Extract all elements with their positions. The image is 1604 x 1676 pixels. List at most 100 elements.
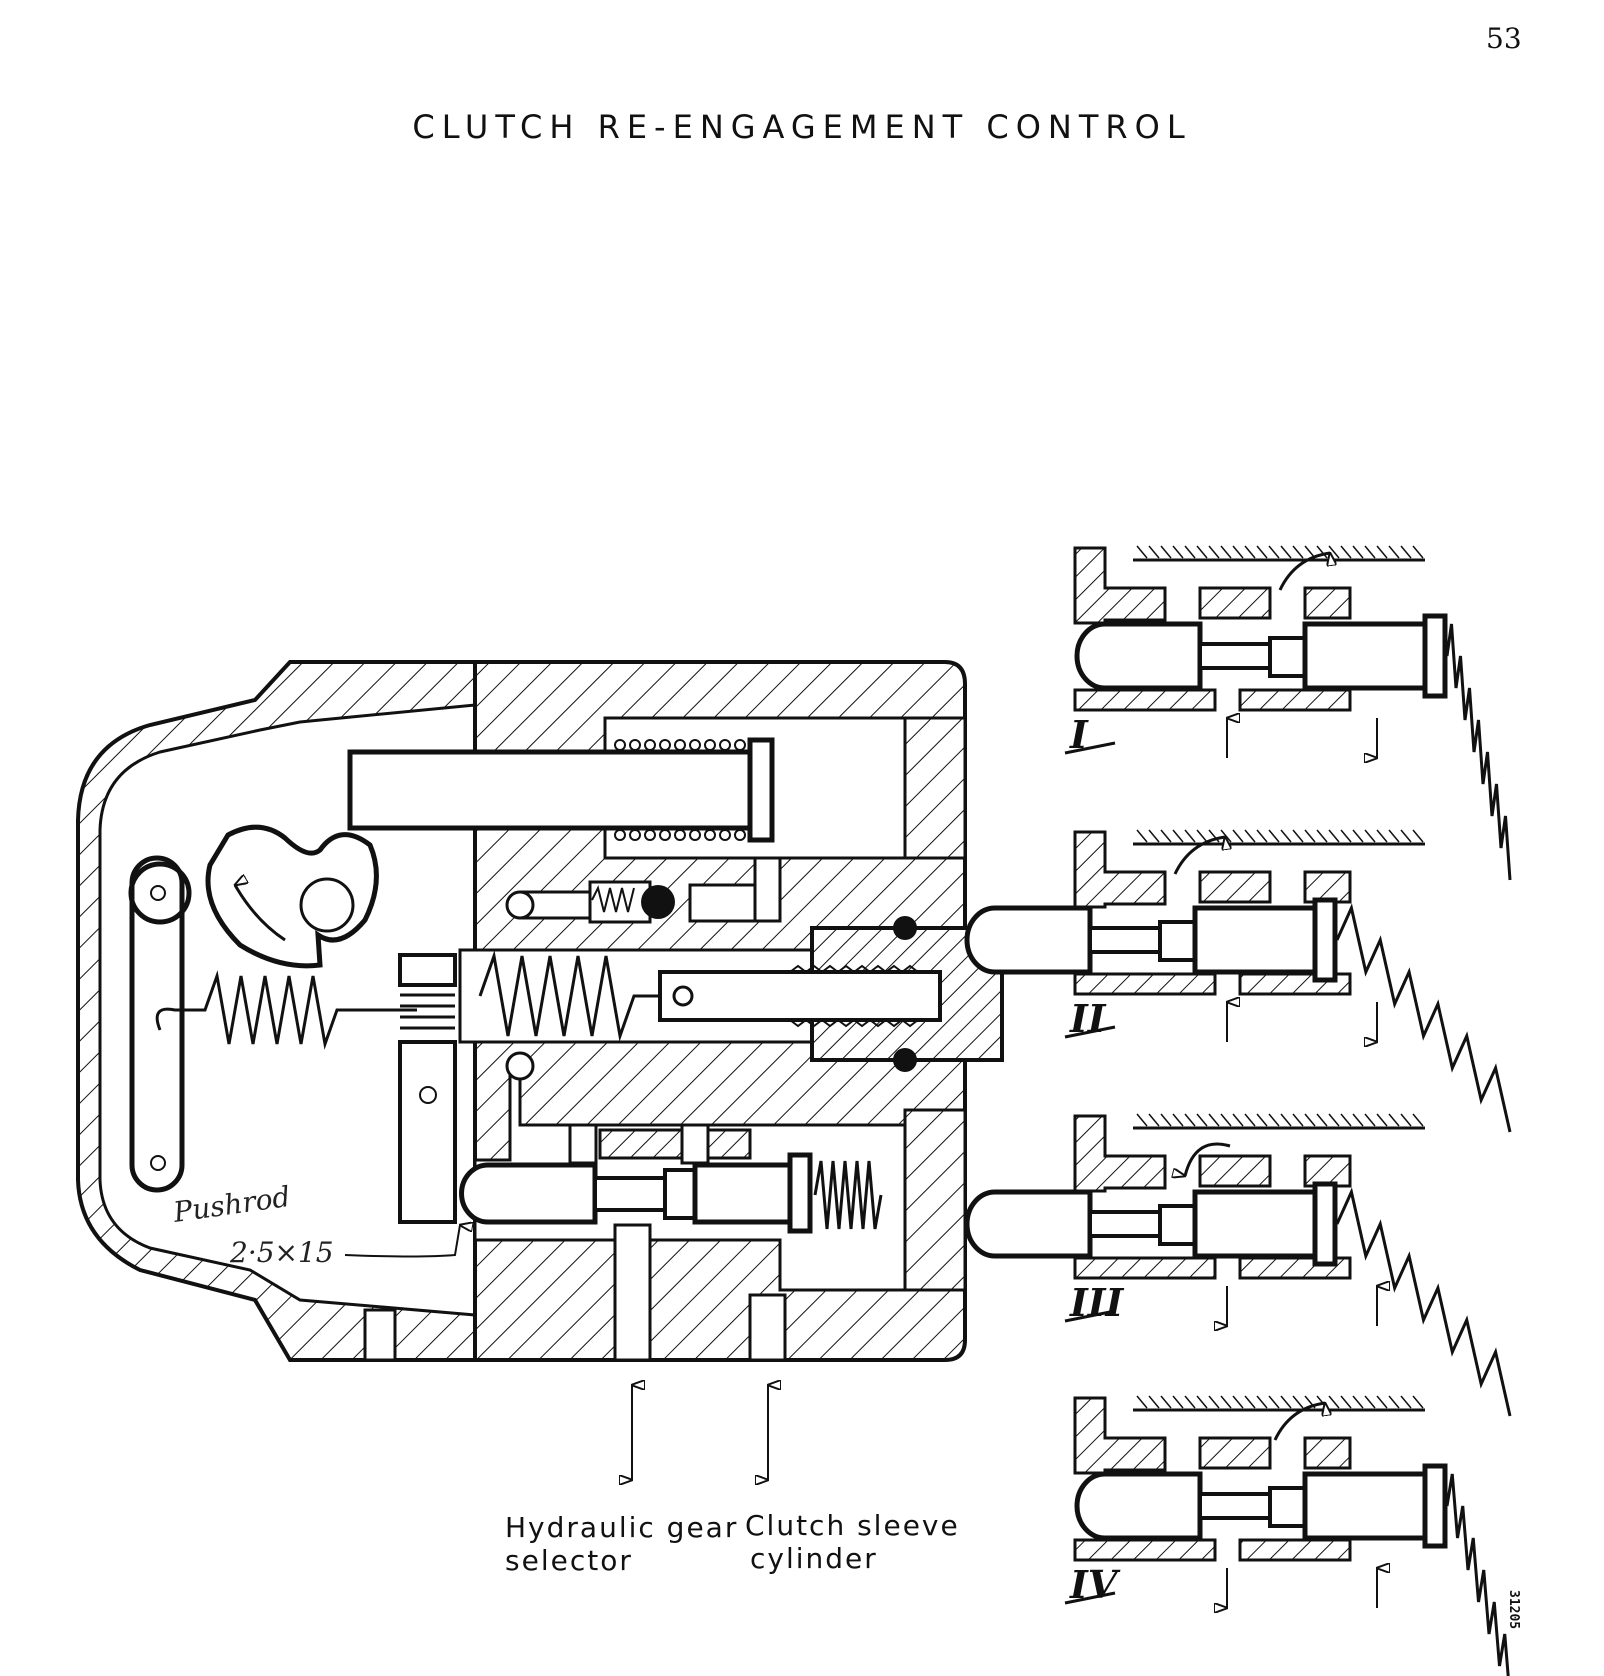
lower-valve — [459, 1051, 967, 1362]
spring-seat — [1422, 613, 1448, 699]
hatch-tick — [1388, 1113, 1400, 1127]
hatch-tick — [1280, 1395, 1292, 1409]
hatch-tick — [1196, 1113, 1208, 1127]
hatch-tick — [1268, 1113, 1280, 1127]
hatch-tick — [1388, 829, 1400, 843]
return-spring — [1445, 1473, 1510, 1676]
hatch-tick — [1160, 829, 1172, 843]
port-arrows — [632, 1385, 768, 1480]
land-1 — [1198, 870, 1272, 904]
label-underline — [1064, 1309, 1116, 1323]
latch-block — [398, 1040, 457, 1224]
hatch-tick — [1364, 1395, 1376, 1409]
hatch-tick — [1220, 1395, 1232, 1409]
hatch-tick — [1244, 1113, 1256, 1127]
hatch-tick — [1376, 545, 1388, 559]
return-spring — [1335, 903, 1512, 1133]
housing-wall — [1073, 1396, 1167, 1475]
hatch-tick — [1160, 1113, 1172, 1127]
hatch-tick — [1244, 545, 1256, 559]
housing-bottom-2 — [1238, 688, 1352, 712]
hatch-tick — [1292, 1395, 1304, 1409]
hatch-tick — [1316, 829, 1328, 843]
housing-bottom-1 — [1073, 1256, 1217, 1280]
cam-rotation-arrow — [235, 885, 286, 942]
hatch-tick — [1376, 1113, 1388, 1127]
spool-stem — [1198, 642, 1272, 670]
hatch-tick — [1400, 545, 1412, 559]
pushrod-leader — [344, 1225, 460, 1258]
hydraulic-gear-selector-label: Hydraulic gear — [505, 1511, 738, 1544]
hatch-tick — [1148, 1113, 1160, 1127]
pushrod-size-label: 2·5×15 — [229, 1236, 334, 1269]
upper-plunger — [347, 716, 967, 860]
lever-spring — [155, 970, 417, 1050]
hatch-tick — [1208, 1113, 1220, 1127]
land-1 — [1198, 1154, 1272, 1188]
hatch-tick — [1388, 545, 1400, 559]
spool-stem — [1088, 926, 1162, 954]
hatch-tick — [1184, 1113, 1196, 1127]
label-underline — [1064, 741, 1116, 755]
hatch-tick — [1148, 1395, 1160, 1409]
spool-collar — [1158, 920, 1197, 962]
hatch-tick — [1364, 1113, 1376, 1127]
hatch-tick — [1232, 1113, 1244, 1127]
reference-code: 31205 — [1506, 1590, 1521, 1629]
hatch-tick — [1400, 1113, 1412, 1127]
label-underline — [1064, 1591, 1116, 1605]
page-number: 53 — [1486, 22, 1522, 55]
hatch-tick — [1256, 545, 1268, 559]
spool-head — [1074, 621, 1203, 691]
hatch-tick — [1196, 545, 1208, 559]
spool-collar — [1268, 1486, 1307, 1528]
hatch-tick — [1280, 1113, 1292, 1127]
land-2 — [1303, 1436, 1352, 1470]
drain-slot — [363, 1308, 397, 1362]
hatch-tick — [1328, 1395, 1340, 1409]
hatch-tick — [1172, 1395, 1184, 1409]
hydraulic-selector-label-2: selector — [505, 1544, 633, 1577]
central-spring-bore — [458, 916, 1004, 1072]
hatch-tick — [1376, 829, 1388, 843]
hatch-tick — [1244, 1395, 1256, 1409]
hatch-tick — [1352, 545, 1364, 559]
hatch-tick — [1172, 545, 1184, 559]
hatch-tick — [1244, 829, 1256, 843]
hatch-tick — [1232, 545, 1244, 559]
hatch-tick — [1196, 1395, 1208, 1409]
hatch-tick — [1352, 1113, 1364, 1127]
hatch-tick — [1184, 545, 1196, 559]
hatch-tick — [1232, 829, 1244, 843]
upper-spring — [614, 739, 746, 841]
spring-seat — [1422, 1463, 1448, 1549]
valve-position-3: III — [964, 1113, 1512, 1417]
hatch-tick — [1316, 545, 1328, 559]
return-spring — [1445, 623, 1512, 881]
hatch-tick — [1208, 1395, 1220, 1409]
hatch-tick — [1136, 545, 1148, 559]
clutch-sleeve-cylinder-label: Clutch sleeve — [745, 1509, 960, 1542]
label-underline — [1064, 1025, 1116, 1039]
hatch-tick — [1208, 545, 1220, 559]
port-clutch — [748, 1293, 787, 1362]
flow-arrow — [1185, 1142, 1231, 1176]
hatch-tick — [1316, 1113, 1328, 1127]
hatch-tick — [1388, 1395, 1400, 1409]
hatch-tick — [1280, 829, 1292, 843]
hatch-tick — [1280, 545, 1292, 559]
hatch-tick — [1328, 545, 1340, 559]
hatch-tick — [1292, 545, 1304, 559]
housing-bottom-1 — [1073, 688, 1217, 712]
spool-body — [1302, 1471, 1428, 1541]
hatch-tick — [1268, 1395, 1280, 1409]
hatch-tick — [1268, 545, 1280, 559]
housing-bottom-1 — [1073, 1538, 1217, 1562]
hatch-tick — [1136, 1113, 1148, 1127]
hatch-tick — [1184, 1395, 1196, 1409]
hatch-tick — [1196, 829, 1208, 843]
hatch-tick — [1136, 1395, 1148, 1409]
hatch-tick — [1148, 545, 1160, 559]
hatch-tick — [1340, 829, 1352, 843]
return-spring — [1335, 1187, 1512, 1417]
